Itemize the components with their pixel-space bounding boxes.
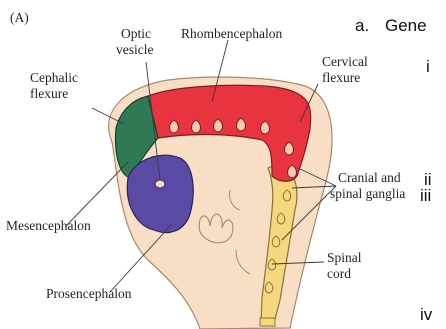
ganglion [268, 259, 276, 270]
optic-vesicle [155, 180, 165, 188]
label-spinal-line-2: cord [327, 266, 351, 281]
label-optic-line-2: vesicle [116, 42, 153, 57]
label-cervical-line-1: Cervical [322, 54, 368, 69]
spinal-cord-tip [260, 318, 275, 326]
label-cephalic-line-2: flexure [30, 86, 68, 101]
ganglion [265, 282, 273, 293]
label-rhombencephalon: Rhombencephalon [181, 26, 282, 41]
side-item-iii: iii [420, 186, 431, 205]
ganglion [283, 190, 291, 201]
panel-letter: (A) [10, 10, 29, 25]
label-ganglia-line-1: Cranial and [338, 170, 401, 185]
leader-line-mesen [66, 162, 128, 226]
ganglion [277, 213, 285, 224]
label-cervical-line-2: flexure [322, 70, 360, 85]
side-item-a: a. [355, 16, 369, 35]
side-item-iv: iv [420, 305, 433, 324]
side-heading: Gene [385, 16, 427, 35]
label-cephalic-line-1: Cephalic [30, 70, 78, 85]
label-mesencephalon: Mesencephalon [6, 218, 91, 233]
label-prosencephalon: Prosencephalon [46, 286, 132, 301]
side-item-i: i [426, 57, 430, 76]
label-ganglia-line-2: spinal ganglia [330, 186, 405, 201]
ganglion [272, 236, 280, 247]
label-spinal-line-1: Spinal [327, 250, 362, 265]
label-optic-line-1: Optic [121, 26, 151, 41]
